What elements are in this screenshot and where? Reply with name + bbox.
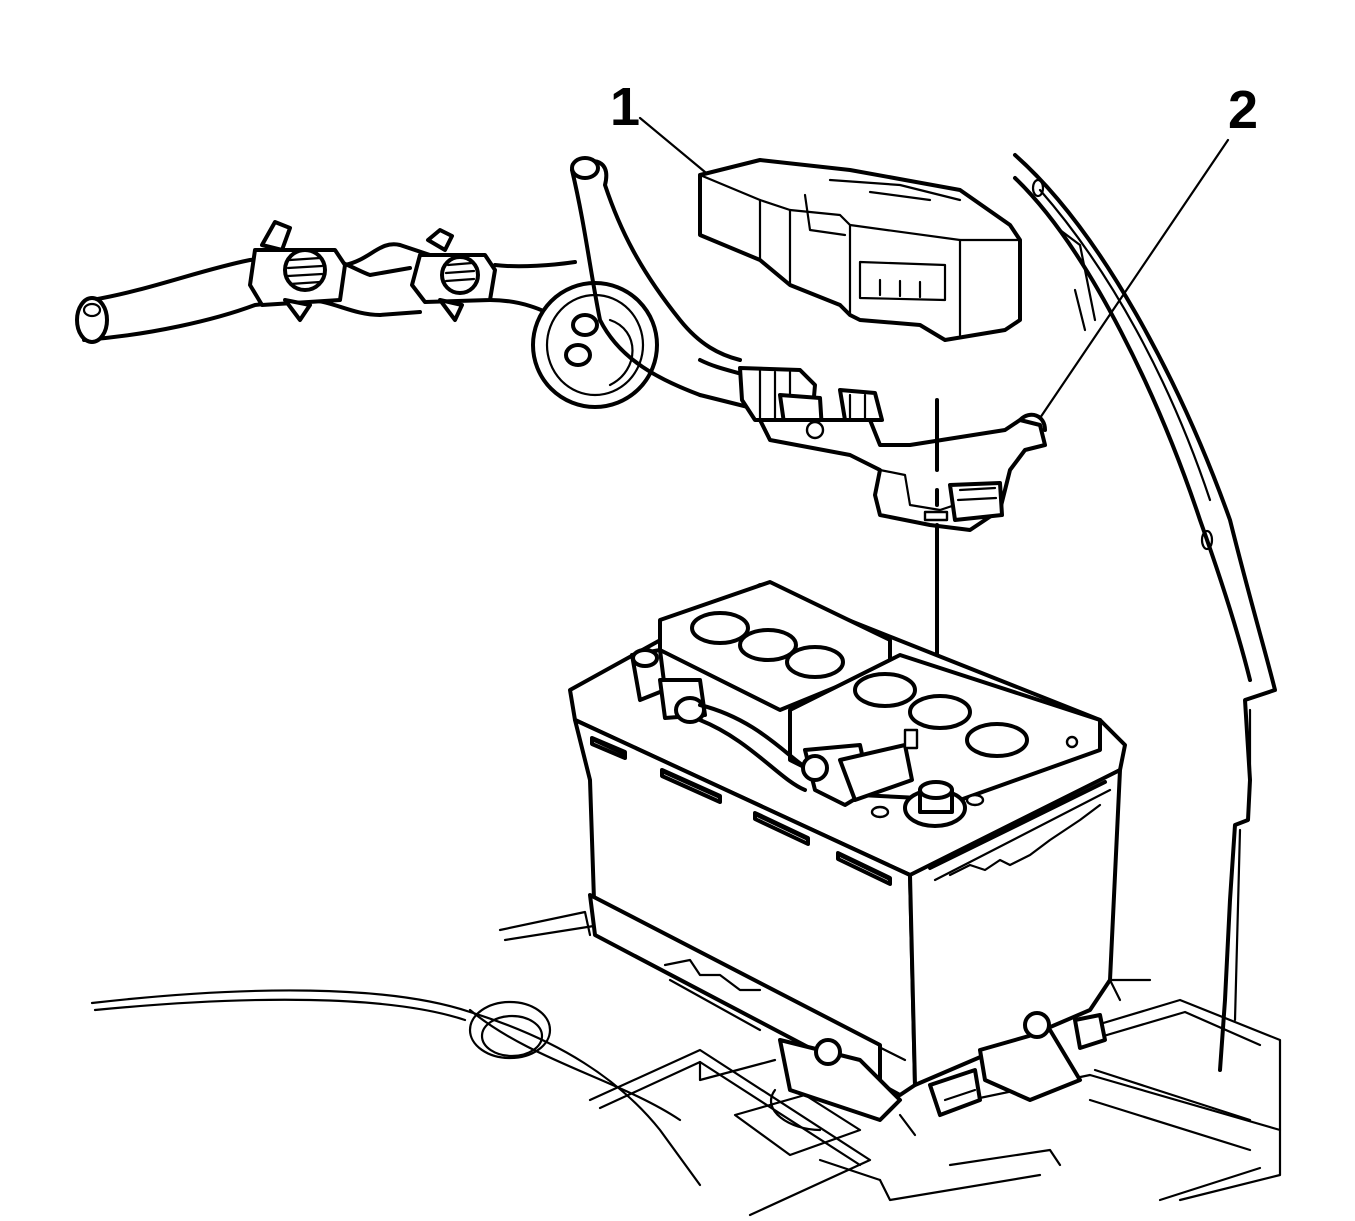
callout-1-label: 1: [610, 77, 640, 137]
cable-bracket: [758, 388, 1047, 532]
battery: [568, 580, 1127, 1137]
callout-1-leader: [638, 116, 707, 174]
callout-leaders: [638, 116, 1230, 420]
callout-2-leader: [1038, 138, 1230, 420]
side-panel: [1013, 153, 1277, 1072]
battery-terminal-cover: [698, 158, 1022, 342]
positive-cable-harness: [75, 156, 824, 432]
callout-2-label: 2: [1228, 80, 1258, 140]
